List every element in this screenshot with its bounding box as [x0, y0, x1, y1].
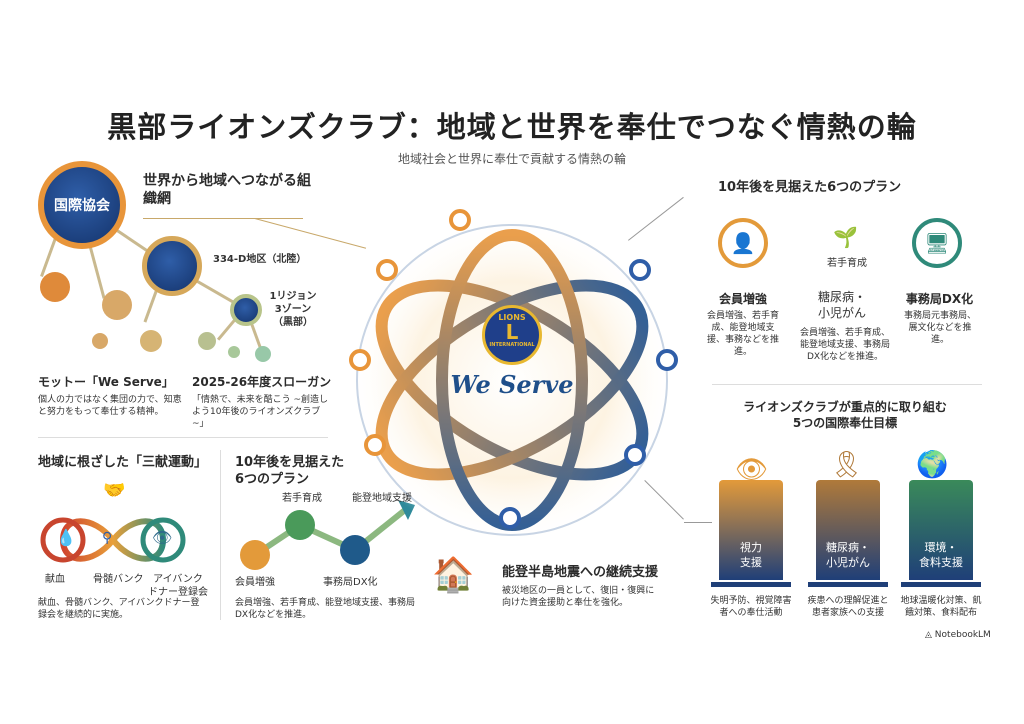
- bone-icon: ⚲: [102, 530, 113, 546]
- network-heading: 世界から地域へつながる組織網: [143, 173, 311, 208]
- infinity-loop: [40, 517, 186, 563]
- computer-icon: 🖥: [912, 218, 962, 268]
- goals-title: ライオンズクラブが重点的に取り組む 5つの国際奉仕目標: [743, 400, 947, 430]
- district-label: 334-D地区（北陸）: [213, 254, 307, 265]
- house-hand-icon: 🏠: [432, 555, 475, 595]
- plan-right-top: 若手育成: [827, 258, 867, 269]
- plan-left-text: 会員増強、若手育成、能登地域支援、事務局DX化などを推進。: [235, 598, 416, 621]
- plan-step: 能登地域支援: [352, 493, 412, 504]
- goal-text: 失明予防、視覚障害者への奉仕活動: [710, 596, 792, 619]
- page-subtitle: 地域社会と世界に奉仕で貢献する情熱の輪: [397, 152, 626, 166]
- plan-path: [240, 500, 415, 570]
- blood-drop-icon: 💧: [56, 528, 76, 547]
- sankon-item: アイバンク ドナー登録会: [148, 574, 208, 598]
- plan-right-text: 事務局元事務局、展文化などを推進。: [903, 311, 976, 346]
- plan-step: 若手育成: [282, 493, 322, 504]
- page-title: 黒部ライオンズクラブ：地域と世界を奉仕でつなぐ情熱の輪: [107, 110, 917, 144]
- slogan-text: 「情熱で、未来を酷こう ~創造しよう10年後のライオンズクラブ~」: [192, 395, 329, 430]
- eye-icon: 👁: [152, 528, 173, 547]
- node-zone: [230, 294, 262, 326]
- we-serve-slogan: We Serve: [450, 370, 574, 399]
- noto-title: 能登半島地震への継続支援: [502, 565, 659, 580]
- node-international: 国際協会: [38, 161, 126, 249]
- globe-emblem: [347, 209, 678, 545]
- plan-right-text: 会員増強、若手育成、能登地域支援、事務などを推進。: [706, 311, 779, 358]
- plan-right-label: 糖尿病・ 小児がん: [817, 290, 866, 320]
- sankon-text: 献血、骨髄バンク、アイバンクドナー登録会を継続的に実施。: [38, 598, 200, 621]
- zone-label: 1リジョン 3ゾーン （黒部）: [269, 291, 317, 328]
- notebooklm-brand: ◬ NotebookLM: [925, 630, 991, 640]
- sankon-title: 地域に根ざした「三献運動」: [38, 455, 208, 470]
- ribbon-icon: 🎗: [830, 450, 864, 480]
- plan-step: 事務局DX化: [323, 577, 378, 588]
- goal-pillar: 環境・ 食料支援: [909, 480, 973, 580]
- node-district: [142, 236, 202, 296]
- plan-left-title: 10年後を見据えた 6つのプラン: [235, 455, 345, 487]
- sankon-item: 献血: [45, 574, 65, 585]
- plan-right-label: 事務局DX化: [905, 292, 974, 306]
- handshake-icon: 🤝: [103, 480, 126, 501]
- plan-step: 会員増強: [235, 577, 275, 588]
- sprout-icon: 🌱: [833, 225, 858, 249]
- globe-icon: 🌍: [916, 450, 949, 480]
- goal-text: 疾患への理解促進と患者家族への支援: [807, 596, 889, 619]
- goal-text: 地球温暖化対策、飢餓対策、食料配布: [900, 596, 982, 619]
- member-growth-icon: 👤: [718, 218, 768, 268]
- plan-right-label: 会員増強: [718, 292, 767, 306]
- lions-logo: LIONS L INTERNATIONAL: [482, 305, 542, 365]
- sankon-item: 骨髄バンク: [93, 574, 144, 585]
- noto-text: 被災地区の一員として、復旧・復興に向けた資金援助と奉仕を強化。: [502, 586, 655, 609]
- plan-right-text: 会員増強、若手育成、能登地域支援、事務局DX化などを推進。: [800, 328, 891, 363]
- goal-pillar: 視力 支援: [719, 480, 783, 580]
- slogan-title: 2025-26年度スローガン: [192, 375, 332, 389]
- motto-text: 個人の力ではなく集団の力で、知恵と努力をもって奉仕する精神。: [38, 395, 182, 418]
- plan-right-title: 10年後を見据えた6つのプラン: [718, 180, 902, 195]
- goal-pillar: 糖尿病・ 小児がん: [816, 480, 880, 580]
- motto-title: モットー「We Serve」: [38, 375, 174, 389]
